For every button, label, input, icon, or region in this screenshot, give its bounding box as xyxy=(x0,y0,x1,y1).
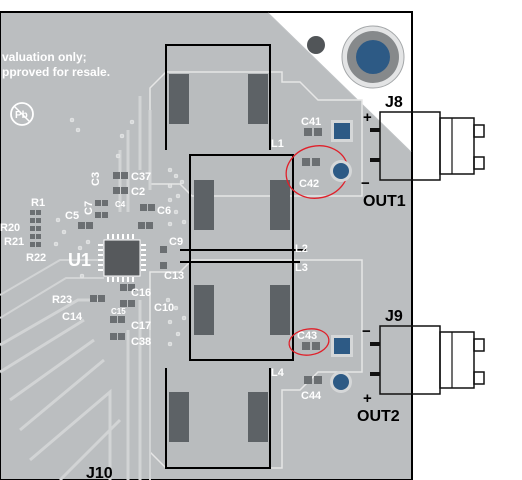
label-C2: C2 xyxy=(131,186,145,198)
label-R20: R20 xyxy=(0,222,20,234)
label-C5: C5 xyxy=(65,210,79,222)
label-L2: L2 xyxy=(295,243,308,255)
label-C10: C10 xyxy=(154,302,174,314)
label-C15: C15 xyxy=(111,307,126,316)
label-J10: J10 xyxy=(86,465,113,480)
label-C3: C3 xyxy=(90,172,102,186)
highlight-c43 xyxy=(288,328,330,356)
label-L4: L4 xyxy=(271,367,285,379)
label-C42: C42 xyxy=(299,178,319,190)
label-R21: R21 xyxy=(4,236,24,248)
switch-node-loops xyxy=(165,44,306,469)
label-C16: C16 xyxy=(131,287,151,299)
label-J8: J8 xyxy=(385,94,403,111)
ic-u1-footprint xyxy=(98,234,146,282)
label-C17: C17 xyxy=(131,320,151,332)
label-C37: C37 xyxy=(131,171,151,183)
label-out2: OUT2 xyxy=(357,408,400,425)
label-C38: C38 xyxy=(131,336,151,348)
output-caps xyxy=(302,128,322,384)
label-R22: R22 xyxy=(26,252,46,264)
inductor-pads xyxy=(169,74,290,442)
j8-minus: − xyxy=(361,175,370,192)
connector-j9 xyxy=(370,325,485,395)
label-C4: C4 xyxy=(115,200,126,209)
label-R23: R23 xyxy=(52,294,72,306)
label-out1: OUT1 xyxy=(363,193,406,210)
label-C6: C6 xyxy=(157,205,171,217)
small-via-hole xyxy=(307,36,325,54)
routing-traces xyxy=(0,96,152,480)
notice-line-1: valuation only; xyxy=(2,50,87,64)
component-labels: C37 C2 C4 C6 C3 C7 C5 C9 C13 C16 C10 C15… xyxy=(0,171,184,348)
notice-line-2: pproved for resale. xyxy=(2,65,110,79)
j9-minus: − xyxy=(362,323,371,340)
j9-plus: + xyxy=(363,390,372,407)
label-J9: J9 xyxy=(385,308,403,325)
terminal-pads xyxy=(330,120,353,393)
svg-text:Pb: Pb xyxy=(15,110,28,121)
pb-free-mark: Pb xyxy=(10,102,34,126)
label-C9: C9 xyxy=(169,236,183,248)
label-R1: R1 xyxy=(31,197,45,209)
label-C43: C43 xyxy=(297,330,317,342)
connector-j8 xyxy=(370,111,485,181)
label-C13: C13 xyxy=(164,270,184,282)
label-U1: U1 xyxy=(68,250,91,270)
label-C41: C41 xyxy=(301,116,321,128)
vias xyxy=(53,117,187,347)
label-C44: C44 xyxy=(301,390,322,402)
label-L3: L3 xyxy=(295,262,308,274)
label-L1: L1 xyxy=(271,138,284,150)
label-C14: C14 xyxy=(62,311,83,323)
passive-pads xyxy=(30,172,167,340)
j8-plus: + xyxy=(363,109,372,126)
label-C7: C7 xyxy=(83,201,95,215)
